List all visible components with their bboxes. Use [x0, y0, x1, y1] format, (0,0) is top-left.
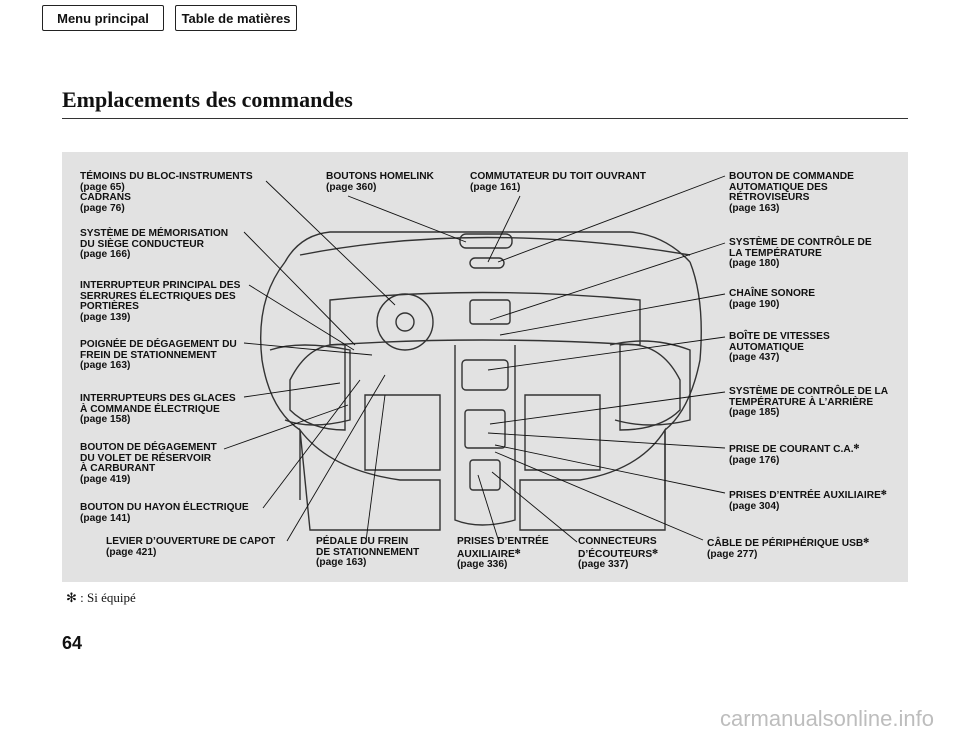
callout-automatic-transmission: BOÎTE DE VITESSES AUTOMATIQUE (page 437): [729, 331, 830, 364]
callout-climate-control: SYSTÈME DE CONTRÔLE DE LA TEMPÉRATURE (p…: [729, 237, 872, 270]
title-divider: [62, 118, 908, 119]
callout-parking-brake-release: POIGNÉE DE DÉGAGEMENT DU FREIN DE STATIO…: [80, 339, 237, 372]
controls-figure: [62, 152, 908, 582]
table-of-contents-button[interactable]: Table de matières: [175, 5, 297, 31]
main-menu-button[interactable]: Menu principal: [42, 5, 164, 31]
callout-moonroof-switch: COMMUTATEUR DU TOIT OUVRANT (page 161): [470, 171, 647, 193]
callout-instrument-panel-indicators: TÉMOINS DU BLOC-INSTRUMENTS (page 65) CA…: [80, 171, 253, 214]
callout-homelink-buttons: BOUTONS HOMELINK (page 360): [326, 171, 434, 193]
callout-parking-brake-pedal: PÉDALE DU FREIN DE STATIONNEMENT (page 1…: [316, 536, 420, 569]
callout-master-door-lock: INTERRUPTEUR PRINCIPAL DES SERRURES ÉLEC…: [80, 280, 241, 323]
callout-aux-input-jacks-336: PRISES D’ENTRÉE AUXILIAIRE✻ (page 336): [457, 536, 549, 571]
watermark: carmanualsonline.info: [719, 706, 934, 731]
callout-power-window-switches: INTERRUPTEURS DES GLACES À COMMANDE ÉLEC…: [80, 393, 236, 426]
footnote-if-equipped: ✻ : Si équipé: [66, 590, 136, 605]
page-number: 64: [62, 633, 83, 653]
callout-rear-climate-control: SYSTÈME DE CONTRÔLE DE LA TEMPÉRATURE À …: [729, 386, 889, 419]
callout-power-tailgate-button: BOUTON DU HAYON ÉLECTRIQUE (page 141): [80, 502, 249, 524]
callout-audio-system: CHAÎNE SONORE (page 190): [729, 288, 816, 310]
callout-aux-input-jacks-304: PRISES D’ENTRÉE AUXILIAIRE✻ (page 304): [729, 490, 887, 512]
callout-ac-power-outlet: PRISE DE COURANT C.A.✻ (page 176): [729, 444, 860, 466]
callout-fuel-fill-door-release: BOUTON DE DÉGAGEMENT DU VOLET DE RÉSERVO…: [80, 442, 217, 485]
page-title: Emplacements des commandes: [62, 87, 353, 112]
equipped-mark-icon: ✻: [66, 590, 77, 605]
callout-hood-release: LEVIER D’OUVERTURE DE CAPOT (page 421): [106, 536, 276, 558]
callout-driver-seat-memory: SYSTÈME DE MÉMORISATION DU SIÈGE CONDUCT…: [80, 228, 229, 261]
callout-usb-adapter-cable: CÂBLE DE PÉRIPHÉRIQUE USB✻ (page 277): [707, 538, 870, 560]
callout-auto-mirror-button: BOUTON DE COMMANDE AUTOMATIQUE DES RÉTRO…: [729, 171, 854, 214]
callout-headphone-connectors: CONNECTEURS D’ÉCOUTEURS✻ (page 337): [578, 536, 659, 571]
